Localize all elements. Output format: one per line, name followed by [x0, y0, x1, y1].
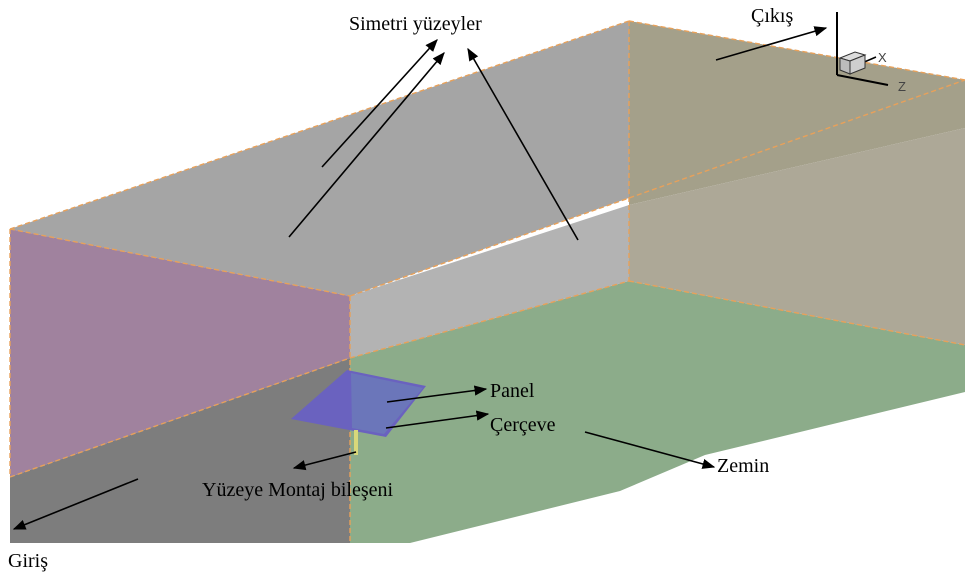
- label-panel: Panel: [490, 380, 535, 402]
- axis-z-label: Z: [898, 79, 906, 94]
- label-frame: Çerçeve: [490, 414, 556, 436]
- side-symmetry-face: [350, 205, 629, 358]
- label-ground: Zemin: [717, 455, 769, 477]
- axis-cube-icon: [838, 51, 867, 75]
- arrow-mount: [292, 451, 357, 471]
- label-inlet: Giriş: [8, 550, 48, 572]
- inlet-face: [10, 229, 350, 477]
- arrow-symmetry-2: [288, 52, 445, 238]
- arrow-symmetry-1: [321, 39, 438, 168]
- domain-edges: [9, 20, 965, 543]
- labels: Simetri yüzeyler Çıkış Panel Çerçeve Zem…: [8, 5, 793, 572]
- axis-x-label: X: [878, 50, 887, 65]
- label-symmetry-surfaces: Simetri yüzeyler: [349, 13, 482, 35]
- arrow-frame: [385, 410, 490, 429]
- label-mounting-component: Yüzeye Montaj bileşeni: [202, 479, 393, 501]
- axis-triad: X Z: [836, 12, 906, 94]
- outlet-face: [629, 21, 965, 205]
- annotation-arrows: [12, 26, 828, 530]
- frame-shape: [351, 373, 423, 434]
- outlet-wall-face: [629, 128, 965, 345]
- pv-assembly: [291, 370, 426, 455]
- mount-post: [354, 430, 358, 455]
- arrow-inlet: [12, 478, 139, 530]
- label-outlet: Çıkış: [751, 5, 793, 27]
- arrow-panel: [386, 385, 488, 403]
- ground-face: [350, 281, 965, 543]
- arrow-outlet: [715, 26, 828, 61]
- arrow-ground: [584, 431, 716, 469]
- computational-domain: [10, 21, 965, 543]
- arrow-symmetry-3: [467, 47, 579, 241]
